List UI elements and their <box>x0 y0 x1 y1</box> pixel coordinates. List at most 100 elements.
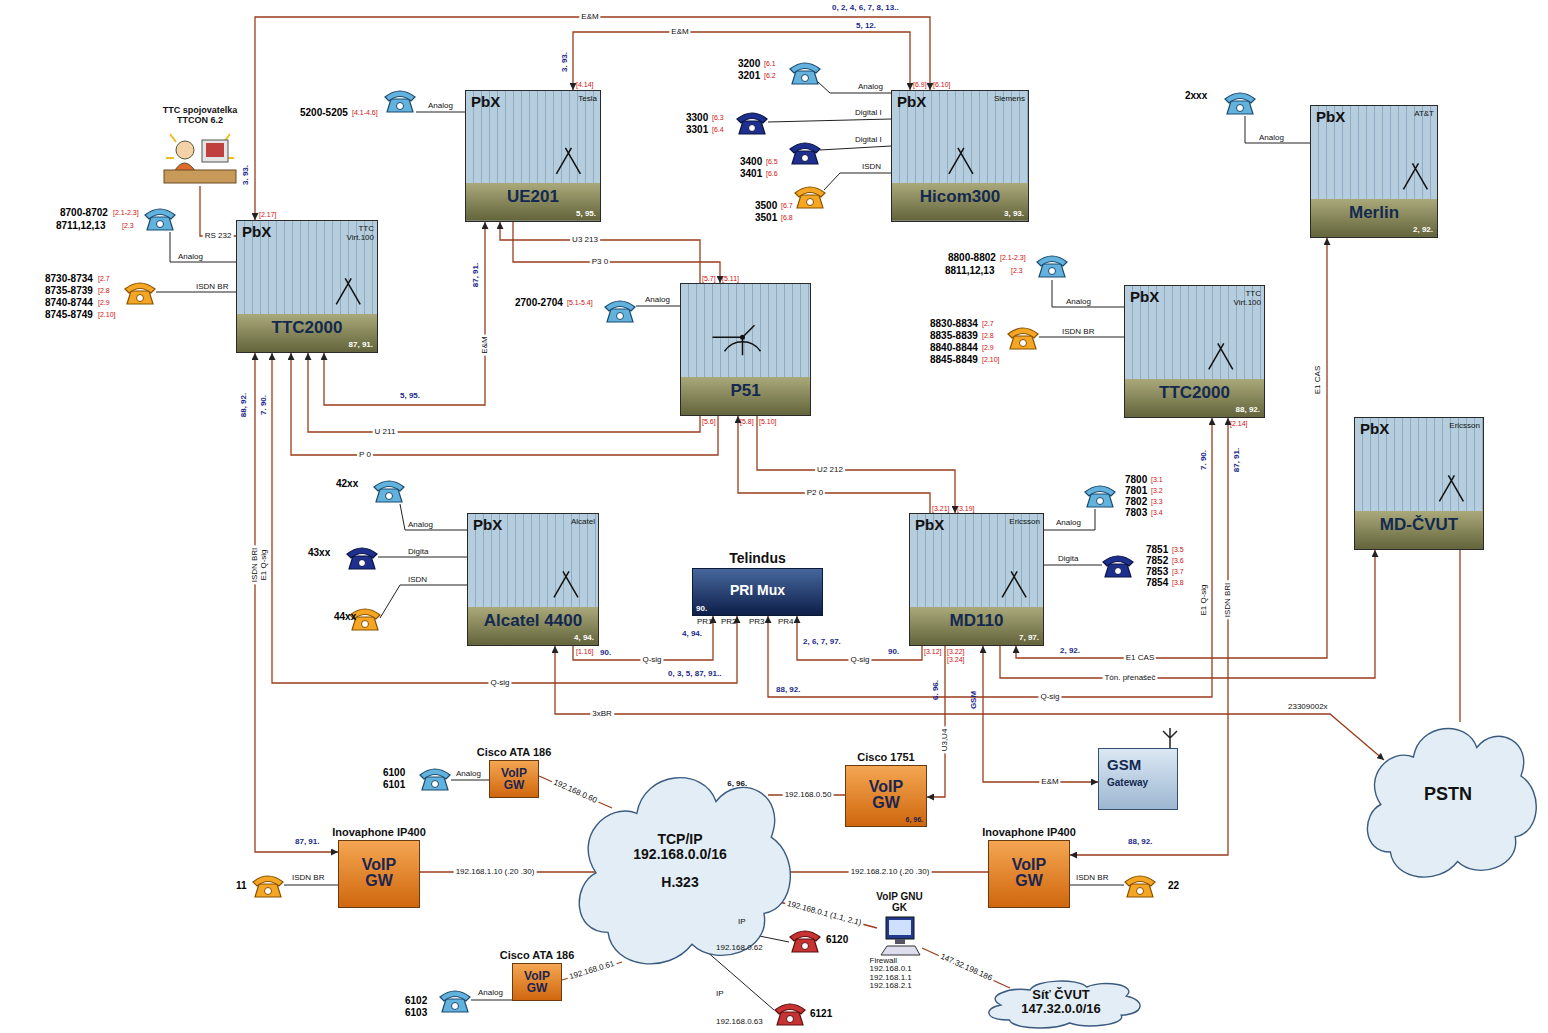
trunk-line <box>573 32 910 90</box>
line-label: Analog <box>1056 519 1081 528</box>
phone-wire <box>1052 280 1124 307</box>
route-number: 87, 91. <box>295 838 319 847</box>
phone-dial <box>137 295 144 302</box>
phone-number: 3201 <box>738 70 760 81</box>
phone-icon <box>605 301 635 322</box>
line-label: Tón. přenašeč <box>1102 674 1157 683</box>
phone-icon <box>1008 328 1038 349</box>
device-name: Inovaphone IP400 <box>332 826 426 838</box>
port-number: [3.12] <box>924 648 942 656</box>
port-number: [2.7 <box>982 320 994 328</box>
line-label: E1 CAS <box>1314 366 1323 394</box>
trunk-line <box>983 646 1098 782</box>
phone-number: 7853 <box>1146 566 1168 577</box>
phone-number: 7800 <box>1125 474 1147 485</box>
phone-icon <box>1037 256 1067 277</box>
pbx-box: PbXAlcatelAlcatel 44004, 94. <box>467 513 599 646</box>
phone-handset <box>1103 556 1133 566</box>
phone-wire <box>471 1000 512 1001</box>
phone-wire <box>1070 885 1124 886</box>
trunk-line <box>927 646 945 797</box>
route-number: 7. 90. <box>1200 450 1209 470</box>
vendor-name: TTC Virt.100 <box>1217 290 1261 308</box>
gateway-label: VoIP GW <box>353 857 404 889</box>
line-label: Analog <box>1259 134 1284 143</box>
phone-handset <box>125 283 155 293</box>
line-label: 3xBR <box>590 710 614 719</box>
desk <box>164 170 236 183</box>
gsm-gateway: GSMGateway <box>1098 748 1178 810</box>
port-number: [2.1-2.3] <box>1000 254 1026 262</box>
port-number: [3.7 <box>1172 568 1184 576</box>
trunk-line <box>1016 238 1327 658</box>
line-label: ISDN <box>408 576 427 585</box>
pbx-box: PbXSiemensHicom3003, 93. <box>891 90 1029 222</box>
port-number: [2.3 <box>1011 267 1023 275</box>
phone-wire <box>451 780 489 781</box>
phone-handset <box>790 63 820 73</box>
line-label: E1 CAS <box>1124 654 1156 663</box>
network-cloud: Síť ČVUT 147.32.0.0/16 <box>975 972 1147 1032</box>
crosspoint-symbol <box>1439 475 1463 501</box>
port-number: [4.1-4.6] <box>352 109 378 117</box>
phone-wire <box>380 585 467 618</box>
exchange-name: P51 <box>681 377 810 401</box>
antenna-symbol <box>1163 728 1177 748</box>
phone-handset <box>1008 328 1038 338</box>
operator-head <box>176 141 194 159</box>
phone-icon <box>374 481 404 502</box>
line-label: E&M <box>481 334 490 355</box>
exchange-number: 2, 92. <box>1413 226 1433 235</box>
line-label: Analog <box>645 296 670 305</box>
port-number: [3.8 <box>1172 579 1184 587</box>
phone-number: 44xx <box>334 611 356 622</box>
trunk-line <box>255 353 338 852</box>
line-label: E&M <box>1039 778 1060 787</box>
pbx-tag: PbX <box>473 517 502 534</box>
trunk-line <box>797 616 922 660</box>
cloud-outline <box>579 778 790 964</box>
route-number: 7. 90. <box>260 395 269 415</box>
route-number: 90. <box>600 649 611 658</box>
phone-handset <box>1125 876 1155 886</box>
port-number: [5.11] <box>722 275 739 283</box>
exchange-number: 87, 91. <box>349 341 373 350</box>
phone-number: 7802 <box>1125 496 1147 507</box>
line-label: U2 212 <box>815 466 845 475</box>
device-name: Inovaphone IP400 <box>982 826 1076 838</box>
phone-handset <box>790 931 820 941</box>
port-number: [3.6 <box>1172 557 1184 565</box>
console-monitor <box>202 140 228 162</box>
route-number: 88, 92. <box>240 393 249 417</box>
phone-number: 3501 <box>755 212 777 223</box>
phone-handset <box>440 991 470 1001</box>
network-name: TCP/IP 192.168.0.0/16 <box>610 832 750 863</box>
port-number: [6.6 <box>766 170 778 178</box>
phone-handset <box>737 113 767 123</box>
port-number: [2.10] <box>98 311 116 319</box>
port-number: [2.9 <box>982 344 994 352</box>
phone-dial <box>802 943 809 950</box>
phone-number: 3400 <box>740 156 762 167</box>
selector-pivot <box>740 335 745 340</box>
line-label: Analog <box>1066 298 1091 307</box>
port-number: [5.7] <box>702 275 716 283</box>
port-number: [6.2 <box>764 72 776 80</box>
route-number: 90. <box>888 648 899 657</box>
port-number: [2.1-2.3] <box>113 209 139 217</box>
phone-base <box>387 99 413 112</box>
port-number: [3.19] <box>957 505 975 513</box>
vendor-name: TTC Virt.100 <box>330 225 374 243</box>
port-number: [3.21] <box>932 505 950 513</box>
phone-wire <box>156 292 236 293</box>
exchange-name: MD110 <box>910 607 1043 631</box>
phone-handset <box>145 209 175 219</box>
gateway-box: Cisco 1751VoIP GW6, 96. <box>845 765 927 827</box>
line-label: Analog <box>478 989 503 998</box>
trunk-line <box>562 962 622 980</box>
phone-base <box>1127 884 1153 897</box>
phone-number: 8711,12,13 <box>56 220 106 231</box>
trunk-line <box>1000 550 1375 678</box>
line-label: ISDN <box>862 163 881 172</box>
trunk-line <box>291 353 718 455</box>
